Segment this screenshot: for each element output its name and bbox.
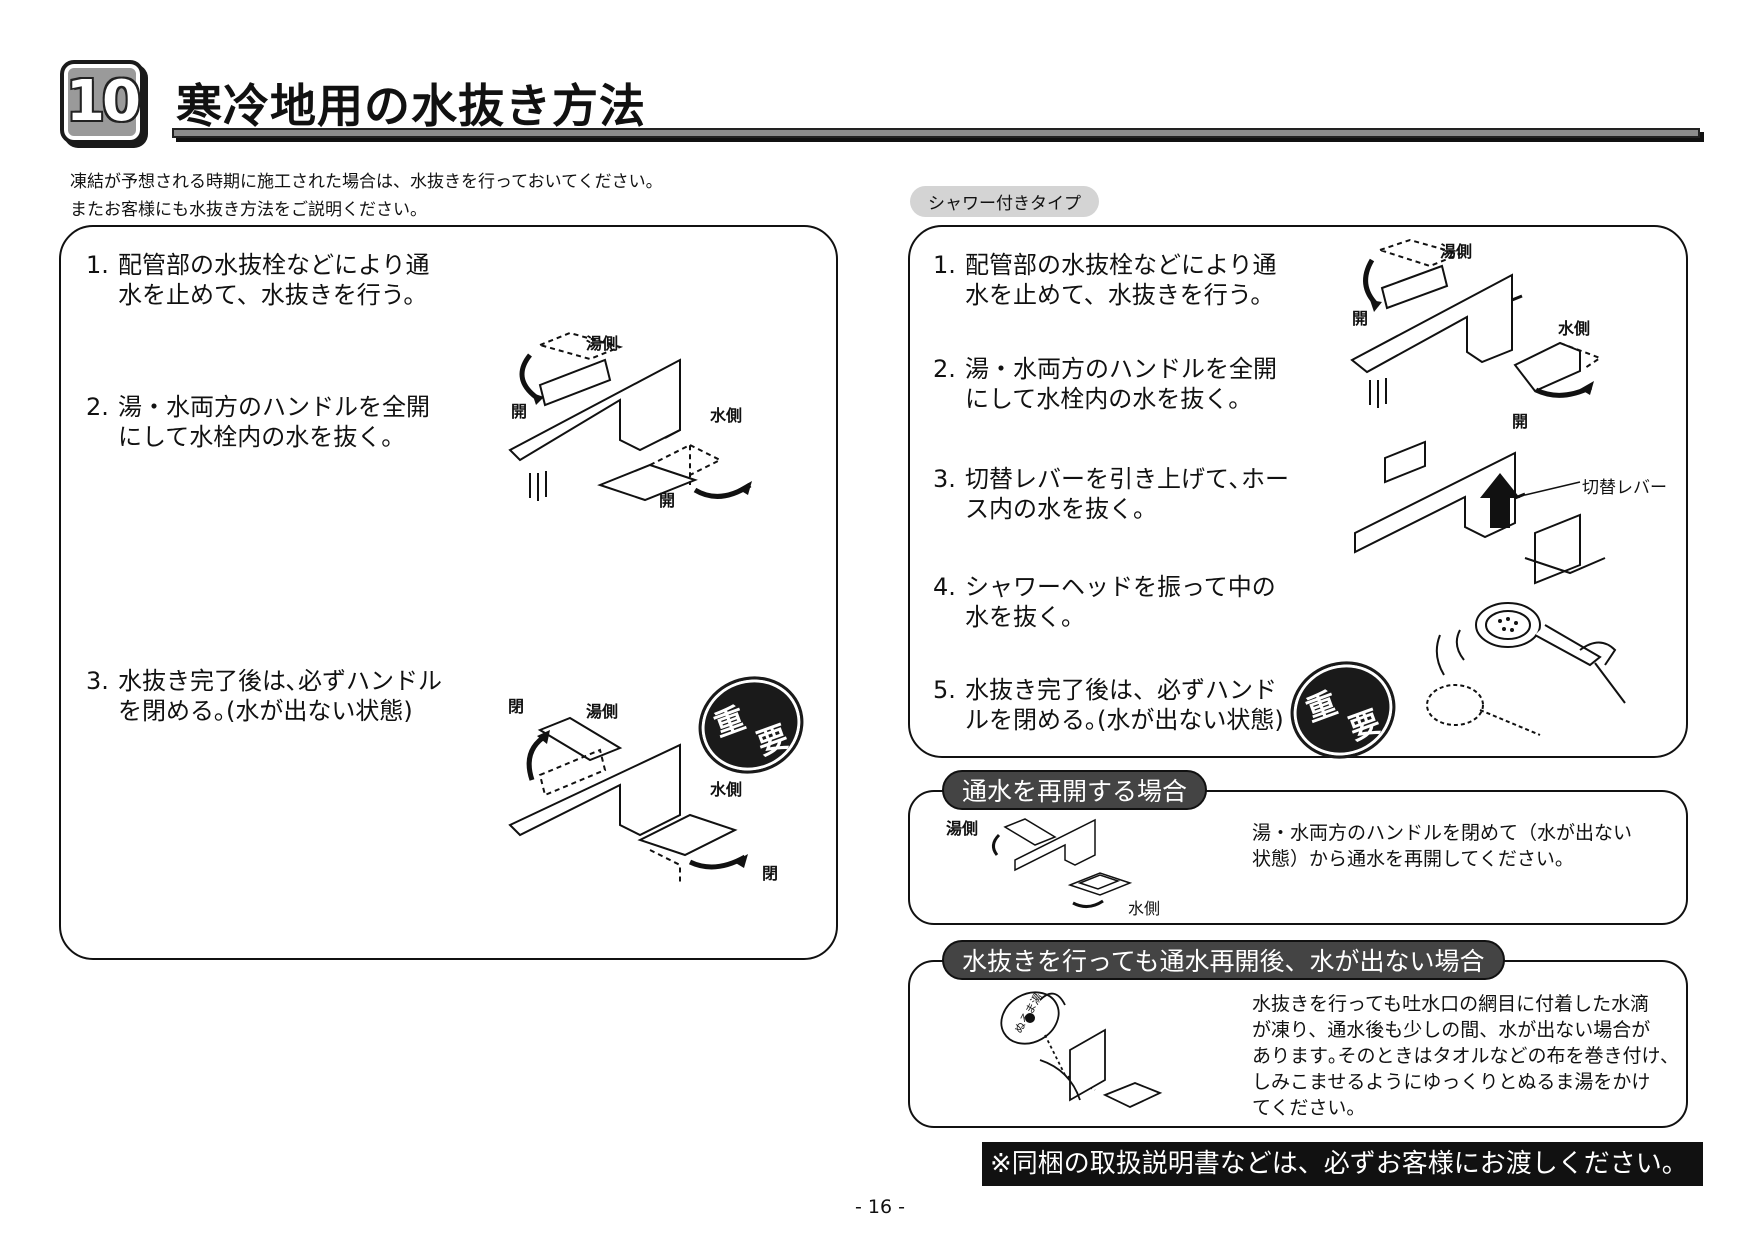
shower-lever-illustration [1354, 440, 1606, 585]
no-water-heading: 水抜きを行っても通水再開後、水が出ない場合 [942, 940, 1505, 980]
step-number: 2. [933, 355, 956, 383]
no-water-text-line: あります｡そのときはタオルなどの布を巻き付け､ [1252, 1045, 1671, 1067]
important-char: 重 [709, 700, 750, 745]
step-text: シャワーヘッドを振って中の [965, 573, 1276, 601]
no-water-text-line: が凍り、通水後も少しの間、水が出ない場合が [1252, 1019, 1651, 1041]
left-step-1: 1. 配管部の水抜栓などにより通 水を止めて、水抜きを行う。 [86, 250, 430, 310]
faucet-closed-illustration [508, 716, 748, 885]
hot-side-label: 湯側 [1440, 242, 1473, 261]
no-water-text-line: 水抜きを行っても吐水口の網目に付着した水滴 [1252, 993, 1650, 1015]
step-text: 配管部の水抜栓などにより通 [965, 251, 1277, 279]
hand-over-notice: ※同梱の取扱説明書などは、必ずお客様にお渡しください。 [982, 1142, 1703, 1186]
step-text: 水抜き完了後は、必ずハンド [965, 676, 1277, 704]
right-step-1: 1. 配管部の水抜栓などにより通 水を止めて、水抜きを行う。 [933, 250, 1277, 310]
step-number: 1. [86, 251, 109, 279]
step-text: 湯・水両方のハンドルを全開 [118, 393, 430, 421]
lever-pointer-line [1524, 481, 1581, 496]
no-water-box [908, 960, 1688, 1128]
intro-line-2: またお客様にも水抜き方法をご説明ください。 [70, 200, 427, 220]
step-number: 3. [933, 465, 956, 493]
important-char: 要 [1344, 704, 1385, 748]
cold-side-label: 水側 [710, 406, 743, 425]
title-underline [172, 128, 1700, 138]
step-number: 2. [86, 393, 109, 421]
open-label: 開 [1512, 412, 1529, 431]
step-text: 水を止めて、水抜きを行う。 [965, 281, 1275, 309]
step-number: 5. [933, 676, 956, 704]
cold-side-label: 水側 [710, 780, 743, 799]
step-text: 配管部の水抜栓などにより通 [118, 251, 430, 279]
right-step-4: 4. シャワーヘッドを振って中の 水を抜く。 [933, 572, 1276, 632]
page-title: 寒冷地用の水抜き方法 [176, 79, 646, 133]
step-number: 3. [86, 667, 109, 695]
resume-text-line: 状態）から通水を再開してください。 [1252, 848, 1574, 870]
step-number: 4. [933, 573, 956, 601]
important-char: 要 [752, 719, 793, 763]
step-text: ルを閉める｡(水が出ない状態) [965, 706, 1284, 734]
open-label: 開 [511, 402, 528, 421]
switch-lever-label: 切替レバー [1582, 478, 1667, 498]
hot-side-label: 湯側 [946, 819, 979, 838]
hot-side-label: 湯側 [586, 702, 619, 721]
right-step-2: 2. 湯・水両方のハンドルを全開 にして水栓内の水を抜く。 [933, 354, 1277, 414]
left-step-2: 2. 湯・水両方のハンドルを全開 にして水栓内の水を抜く。 [86, 392, 430, 452]
open-label: 開 [659, 491, 676, 510]
open-label: 開 [1352, 309, 1369, 328]
no-water-instructions: 水抜きを行っても吐水口の網目に付着した水滴 が凍り、通水後も少しの間、水が出ない… [1252, 991, 1670, 1121]
important-char: 重 [1301, 685, 1342, 730]
right-step-3: 3. 切替レバーを引き上げて､ホー ス内の水を抜く。 [933, 464, 1289, 524]
step-text: にして水栓内の水を抜く。 [118, 423, 406, 451]
step-text: 水を止めて、水抜きを行う。 [118, 281, 428, 309]
section-number-badge: 10 [60, 60, 144, 144]
left-step-3: 3. 水抜き完了後は､必ずハンドル を閉める｡(水が出ない状態) [86, 666, 442, 726]
resume-instructions: 湯・水両方のハンドルを閉めて（水が出ない 状態）から通水を再開してください。 [1252, 820, 1632, 872]
step-text: 切替レバーを引き上げて､ホー [965, 465, 1289, 493]
close-label: 閉 [762, 864, 779, 883]
cold-side-label: 水側 [1558, 319, 1591, 338]
shower-type-label: シャワー付きタイプ [910, 186, 1099, 217]
step-text: ス内の水を抜く。 [965, 495, 1157, 523]
step-text: 湯・水両方のハンドルを全開 [965, 355, 1277, 383]
faucet-closed-small-illustration [992, 818, 1133, 908]
hot-side-label: 湯側 [586, 334, 619, 353]
step-text: 水を抜く。 [965, 603, 1085, 631]
warm-water-kettle-illustration [1000, 991, 1163, 1108]
intro-line-1: 凍結が予想される時期に施工された場合は、水抜きを行っておいてください。 [70, 172, 663, 192]
close-label: 閉 [508, 697, 525, 716]
step-text: にして水栓内の水を抜く。 [965, 385, 1253, 413]
resume-text-line: 湯・水両方のハンドルを閉めて（水が出ない [1252, 822, 1633, 844]
step-number: 1. [933, 251, 956, 279]
right-step-5: 5. 水抜き完了後は、必ずハンド ルを閉める｡(水が出ない状態) [933, 675, 1284, 735]
step-text: 水抜き完了後は､必ずハンドル [118, 667, 442, 695]
step-text: を閉める｡(水が出ない状態) [118, 697, 413, 725]
cold-side-label: 水側 [1128, 899, 1161, 918]
shower-type-box [908, 225, 1688, 758]
page-number: - 16 - [855, 1196, 905, 1218]
resume-water-heading: 通水を再開する場合 [942, 770, 1208, 810]
no-water-text-line: てください。 [1252, 1097, 1366, 1119]
no-water-text-line: しみこませるようにゆっくりとぬるま湯をかけ [1252, 1071, 1651, 1093]
shower-head-shake-illustration [1426, 602, 1626, 736]
shower-faucet-open-illustration [1350, 238, 1603, 408]
faucet-open-illustration [508, 331, 752, 502]
